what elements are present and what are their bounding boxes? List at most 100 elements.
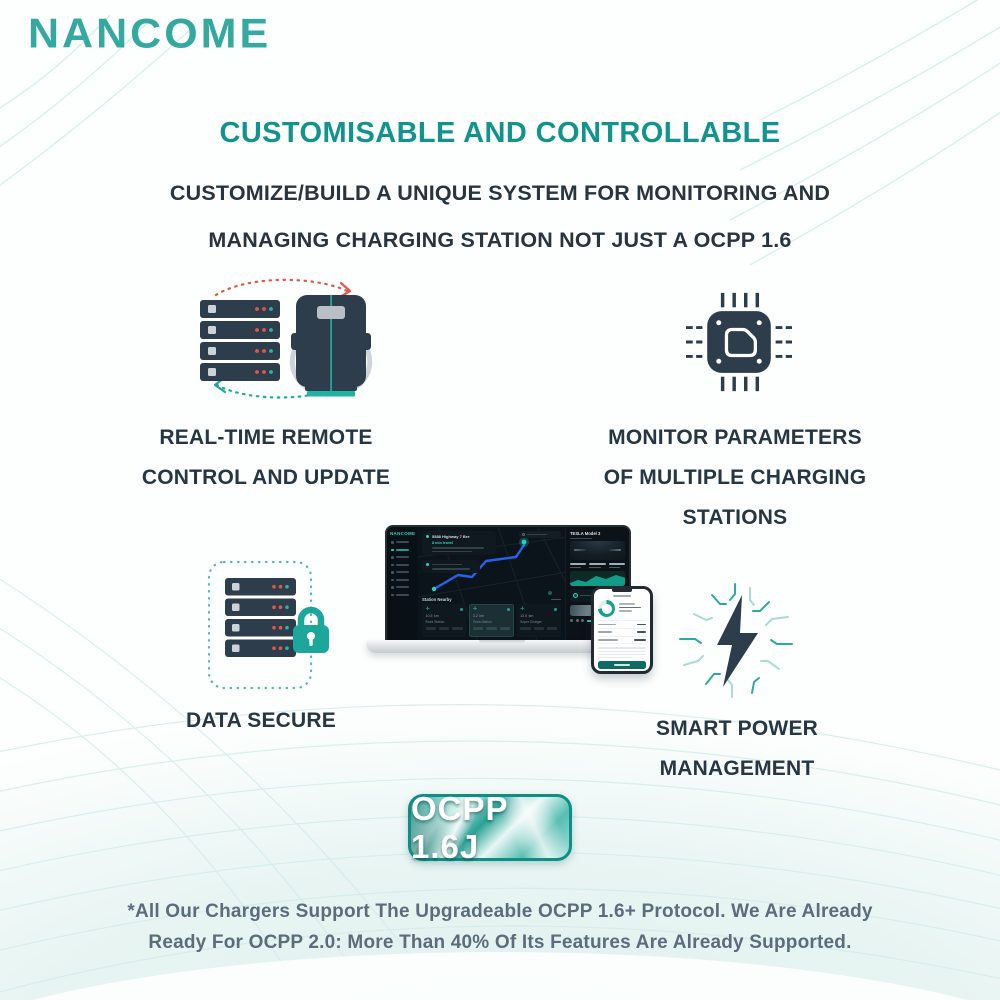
station-distance: 13.0 — [520, 614, 528, 618]
phone-notch — [612, 589, 632, 592]
search-icon — [522, 533, 525, 536]
dashboard-sidebar: NANCOME — [387, 527, 418, 640]
feature-label-line: CONTROL AND UPDATE — [141, 466, 391, 489]
stations-section: Station Nearby ✛ 10.5 km Bruni Station ✛ — [422, 597, 561, 637]
map-nav-card: 5588 Highway 7 Bre 8 min travel — [422, 531, 496, 555]
station-name: Super Charger — [520, 620, 542, 624]
feature-label-smart-power: SMART POWER MANAGEMENT — [577, 709, 897, 789]
map-stop-card — [422, 560, 480, 573]
server-rack — [225, 578, 296, 657]
footer-note: *All Our Chargers Support The Upgradeabl… — [0, 897, 1000, 958]
vehicle-image — [570, 541, 625, 561]
charge-donut-gauge — [598, 600, 615, 617]
dashboard-search — [519, 531, 561, 538]
status-dot — [507, 607, 511, 611]
list-item — [598, 637, 646, 645]
list-item — [598, 629, 646, 637]
status-ring-icon — [572, 592, 578, 598]
status-dot — [459, 607, 463, 611]
feature-label-realtime: REAL-TIME REMOTE CONTROL AND UPDATE — [106, 418, 426, 498]
station-unit: km — [528, 614, 534, 618]
ocpp-badge: OCPP 1.6J — [408, 790, 572, 865]
footer-line: *All Our Chargers Support The Upgradeabl… — [127, 901, 873, 922]
dashboard-map: 5588 Highway 7 Bre 8 min travel Station … — [418, 527, 565, 640]
page-subtitle: CUSTOMIZE/BUILD A UNIQUE SYSTEM FOR MONI… — [0, 170, 1000, 264]
phone-primary-button — [598, 660, 646, 669]
text-placeholder — [570, 537, 592, 539]
nav-card-title: 5588 Highway 7 Bre — [432, 534, 470, 539]
sidebar-item — [391, 541, 414, 544]
text-placeholder — [432, 547, 484, 549]
subtitle-line: MANAGING CHARGING STATION NOT JUST A OCP… — [208, 228, 792, 252]
ev-charger — [289, 295, 373, 397]
server-lock-icon — [207, 560, 329, 690]
onroad-card — [570, 588, 596, 602]
station-distance: 3.2 — [472, 614, 478, 618]
text-placeholder — [579, 594, 594, 597]
sidebar-item — [391, 578, 414, 581]
vehicle-title: TESLA Model 3 — [570, 531, 601, 536]
station-card: ✛ 10.5 km Bruni Station — [422, 604, 467, 637]
sidebar-item — [391, 586, 414, 589]
feature-label-line: MANAGEMENT — [659, 757, 815, 780]
feature-label-line: SMART POWER — [655, 717, 819, 740]
station-name: Bruni Station — [425, 620, 445, 624]
station-pin-icon: ✛ — [520, 605, 525, 612]
server-charger-sync-icon — [200, 278, 373, 399]
sidebar-item-active — [391, 548, 414, 551]
lock-icon — [293, 606, 329, 653]
text-placeholder — [432, 568, 470, 570]
phone-mockup — [591, 586, 653, 674]
vehicle-stats — [570, 563, 625, 568]
feature-label-line: STATIONS — [682, 506, 788, 529]
station-pin-icon: ✛ — [425, 605, 430, 612]
page-title: CUSTOMISABLE AND CONTROLLABLE — [219, 117, 781, 149]
control-dot — [581, 619, 584, 623]
feature-label-line: REAL-TIME REMOTE — [159, 426, 373, 449]
charge-stats — [619, 602, 641, 614]
speed-chart — [570, 570, 625, 586]
sidebar-item — [391, 571, 414, 574]
pin-dot-icon — [426, 563, 429, 566]
station-name: Tesla Station — [472, 620, 492, 624]
pin-dot-icon — [426, 535, 429, 538]
status-dot — [554, 607, 558, 611]
text-placeholder — [432, 550, 472, 552]
list-item — [598, 621, 646, 629]
nancome-logo: NANCOME — [28, 10, 272, 58]
text-placeholder — [551, 598, 561, 601]
station-pin-icon: ✛ — [472, 605, 478, 612]
phone-list — [598, 620, 646, 645]
feature-label-line: MONITOR PARAMETERS — [608, 426, 862, 449]
station-card-active: ✛ 3.2 km Tesla Station — [469, 604, 514, 637]
control-dot — [575, 619, 579, 623]
feature-label-data-secure: DATA SECURE — [101, 701, 421, 741]
sidebar-item — [391, 593, 414, 596]
server-rack — [200, 300, 280, 381]
dashboard-logo: NANCOME — [390, 531, 416, 536]
text-placeholder — [613, 595, 631, 597]
stations-title: Station Nearby — [422, 597, 452, 602]
feature-label-line: OF MULTIPLE CHARGING — [603, 466, 867, 489]
footer-line: Ready For OCPP 2.0: More Than 40% Of Its… — [148, 931, 852, 953]
chip-icon — [686, 292, 792, 392]
station-card: ✛ 13.0 km Super Charger — [516, 604, 561, 637]
ocpp-badge-label: OCPP 1.6J — [411, 789, 508, 865]
nav-card-status: 8 min travel — [432, 541, 454, 545]
sidebar-item — [391, 556, 414, 559]
feature-label-monitor: MONITOR PARAMETERS OF MULTIPLE CHARGING … — [575, 418, 895, 538]
lightning-bolt — [717, 595, 758, 687]
phone-app — [594, 592, 650, 671]
station-distance: 10.5 — [425, 614, 433, 618]
feature-label-line: DATA SECURE — [186, 709, 336, 732]
text-placeholder — [527, 533, 547, 536]
station-unit: km — [479, 614, 485, 618]
sidebar-item — [391, 563, 414, 566]
lightning-circuit-icon — [679, 583, 793, 698]
laptop-base — [366, 640, 638, 653]
text-placeholder-paragraph — [598, 647, 646, 659]
subtitle-line: CUSTOMIZE/BUILD A UNIQUE SYSTEM FOR MONI… — [169, 181, 831, 205]
station-unit: km — [433, 614, 439, 618]
